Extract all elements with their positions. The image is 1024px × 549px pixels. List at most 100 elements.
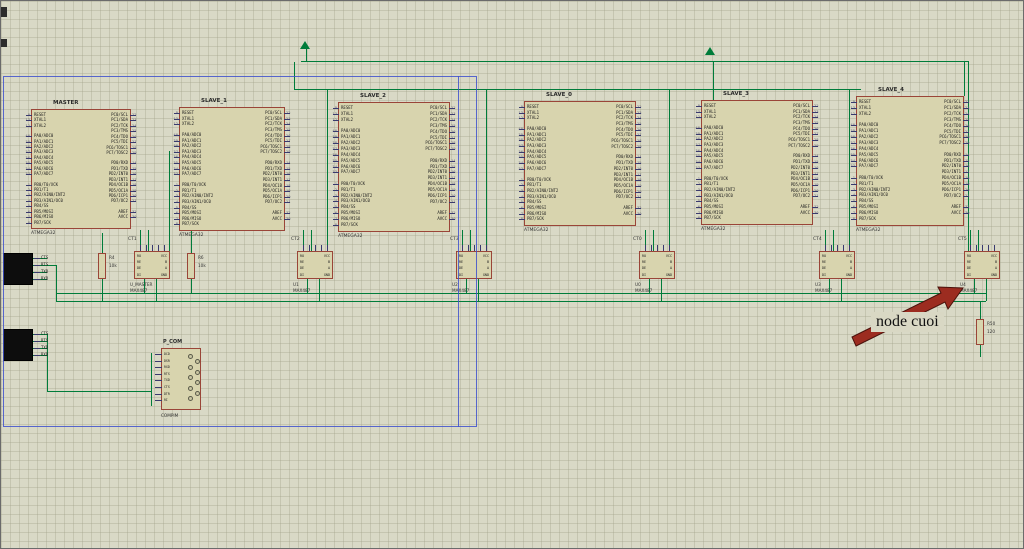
pin-stub (130, 211, 136, 213)
pin-stub (851, 189, 857, 191)
pin-number: 8 (324, 223, 337, 227)
pin-stub (174, 163, 180, 165)
pin-number: 13 (324, 111, 337, 116)
pin-number: 18 (814, 177, 827, 181)
pin-number: 30 (451, 217, 464, 221)
transceiver-pin-label: DI (137, 272, 142, 277)
wire-segment (825, 230, 826, 251)
pin-stub (449, 119, 455, 121)
pin-label: PC7/TOSC2 (260, 149, 282, 155)
pin-stub (696, 150, 702, 152)
pin-label: PA6/ADC6 (34, 165, 54, 171)
pin-label: PD2/INT0 (941, 163, 961, 169)
pin-number: 5 (687, 199, 700, 203)
pin-number: 9 (510, 105, 523, 109)
annotation-text: node cuoi (876, 313, 939, 330)
pin-label: PC1/SDA (616, 109, 633, 115)
pin-stub (284, 141, 290, 143)
connector-pin-stub (155, 354, 162, 355)
pin-label: PB4/SS (704, 198, 719, 204)
pin-stub (284, 129, 290, 131)
pin-number: 16 (451, 170, 464, 174)
mcu-slave_3[interactable]: SLAVE_3RESET9XTAL113XTAL212PA0/ADC040PA1… (685, 90, 829, 239)
pin-stub (174, 151, 180, 153)
screen-artifact (1, 7, 7, 17)
pin-stub (26, 184, 32, 186)
pin-number: 36 (324, 152, 337, 157)
pin-number: 25 (965, 117, 978, 122)
pin-number: 19 (132, 188, 145, 193)
pin-number: 28 (132, 145, 145, 150)
pin-label: PB6/MISO (341, 216, 361, 222)
transceiver-pin-stubs (825, 245, 851, 251)
pin-number: 6 (842, 205, 855, 209)
pin-stub (284, 202, 290, 204)
pin-stub (449, 196, 455, 198)
pin-label: PD6/ICP1 (790, 187, 810, 193)
mcu-slave_4[interactable]: SLAVE_4RESET9XTAL113XTAL212PA0/ADC040PA1… (840, 86, 980, 240)
pin-label: PC4/TDO (430, 128, 447, 134)
pin-stub (130, 190, 136, 192)
pin-number: 2 (687, 182, 700, 186)
mcu-slave_1[interactable]: SLAVE_1RESET9XTAL113XTAL212PA0/ADC040PA1… (163, 97, 301, 245)
pin-label: PA1/ADC1 (341, 133, 361, 139)
wire-segment (47, 334, 48, 391)
pin-number: 26 (286, 133, 299, 138)
chip-body: RESET9XTAL113XTAL212PA0/ADC040PA1/ADC139… (332, 102, 456, 232)
mcu-master[interactable]: MASTERRESET9XTAL113XTAL212PA0/ADC040PA1/… (15, 99, 147, 243)
pin-number: 4 (842, 193, 855, 197)
pin-number: 30 (965, 211, 978, 215)
terminal-pin-stub (34, 272, 40, 273)
pin-label: PB1/T1 (527, 182, 542, 188)
pin-label: PB6/MISO (34, 214, 54, 220)
transceiver-part: MAX487 (293, 288, 311, 293)
pin-stub (696, 162, 702, 164)
pin-number: 22 (286, 111, 299, 115)
pin-stub (130, 174, 136, 176)
annotation-note[interactable]: node cuoi (871, 312, 944, 332)
pin-label: PD5/OC1A (108, 187, 128, 193)
pin-stub (174, 190, 180, 192)
pin-number: 28 (814, 138, 827, 142)
pin-stub (449, 149, 455, 151)
pin-label: PD7/OC2 (616, 194, 633, 200)
pin-label: PD2/INT0 (427, 169, 447, 175)
pin-number: 35 (687, 154, 700, 158)
mcu-slave_2[interactable]: SLAVE_2RESET9XTAL113XTAL212PA0/ADC040PA1… (322, 92, 466, 246)
pin-number: 40 (324, 129, 337, 133)
transceiver-pin-label: RE (967, 260, 972, 265)
pin-number: 18 (286, 183, 299, 188)
pin-number: 14 (451, 158, 464, 163)
pin-stub (812, 123, 818, 125)
transceiver-pin-label: VCC (845, 254, 852, 258)
pin-number: 22 (814, 104, 827, 108)
pin-stub (696, 218, 702, 220)
pin-number: 25 (637, 122, 650, 126)
pin-label: PD0/RXD (793, 153, 810, 159)
pin-label: PA1/ADC1 (527, 131, 547, 137)
dsub-pin (188, 385, 193, 391)
resistor-ref: R6 (198, 255, 204, 260)
pin-label: PD3/INT1 (427, 175, 447, 181)
mcu-slave_0[interactable]: SLAVE_0RESET9XTAL113XTAL212PA0/ADC040PA1… (508, 91, 652, 240)
pin-label: PB2/AIN0/INT2 (527, 187, 559, 193)
pin-number: 36 (510, 149, 523, 154)
pin-stub (333, 166, 339, 168)
pin-stub (963, 131, 969, 133)
pin-label: PB6/MISO (704, 209, 724, 215)
connector-pin-label: RXD (164, 365, 170, 370)
chip-title: SLAVE_4 (878, 87, 904, 93)
